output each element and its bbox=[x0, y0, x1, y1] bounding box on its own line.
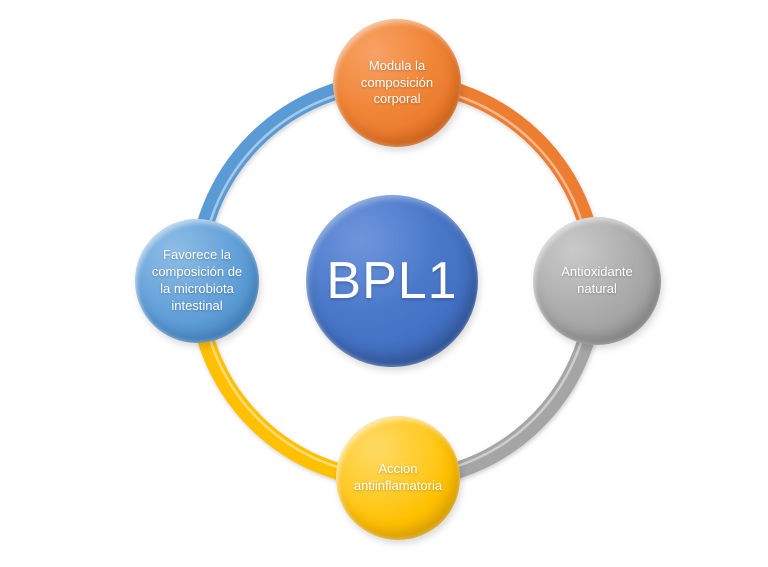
node-bottom-antiinflammatory: Accion antiinflamatoria bbox=[336, 416, 460, 540]
node-top-body-composition: Modula la composición corporal bbox=[333, 19, 461, 147]
bottom-node-label: Accion antiinflamatoria bbox=[353, 461, 443, 493]
center-node-label: BPL1 bbox=[326, 252, 458, 310]
node-center-bpl1: BPL1 bbox=[306, 195, 478, 367]
node-left-microbiota: Favorece la composición de la microbiota… bbox=[135, 219, 259, 343]
top-node-label: Modula la composición corporal bbox=[360, 57, 434, 107]
right-node-label: Antioxidante natural bbox=[561, 264, 633, 296]
left-node-label: Favorece la composición de la microbiota… bbox=[151, 247, 243, 313]
node-right-antioxidant: Antioxidante natural bbox=[533, 217, 661, 345]
